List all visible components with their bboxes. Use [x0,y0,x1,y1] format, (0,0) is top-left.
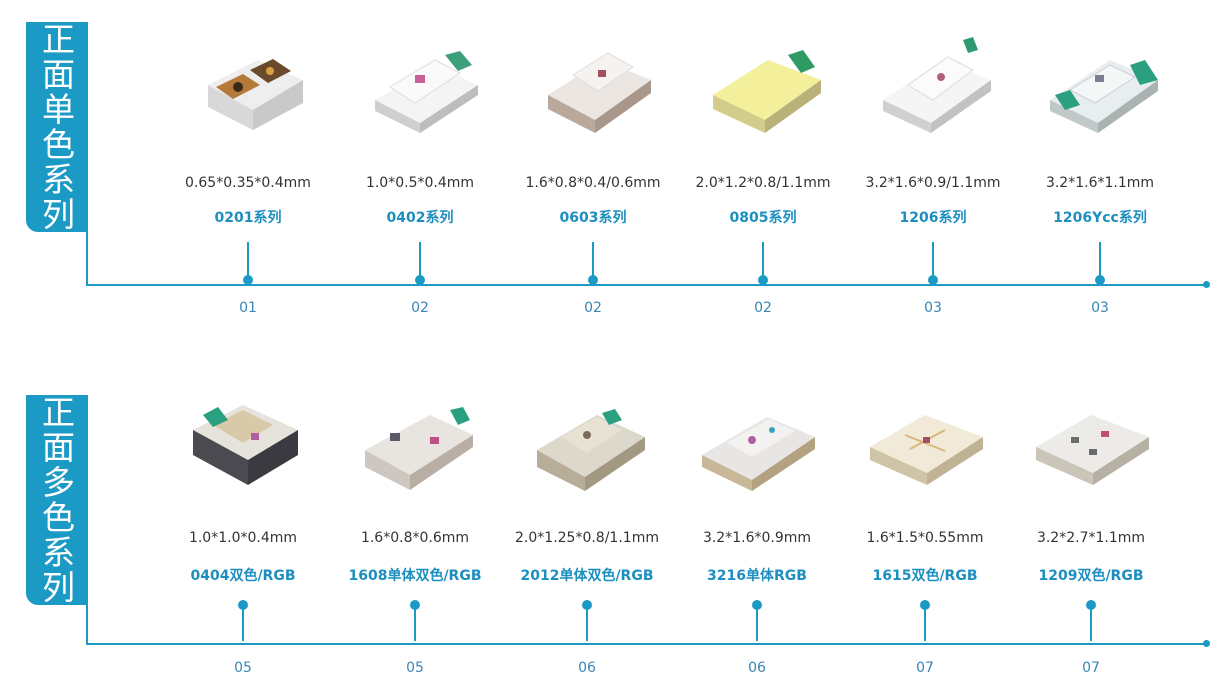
section-title-tab: 正面多色系列 [26,395,86,605]
product-card[interactable]: 1.0*0.5*0.4mm 0402系列 02 [345,20,495,320]
timeline-number: 06 [578,660,596,676]
product-card[interactable]: 3.2*1.6*0.9/1.1mm 1206系列 03 [858,20,1008,320]
product-card[interactable]: 1.0*1.0*0.4mm 0404双色/RGB 05 [168,375,318,687]
product-card[interactable]: 1.6*0.8*0.6mm 1608单体双色/RGB 05 [340,375,490,687]
timeline-tick [756,605,758,641]
product-dimensions: 3.2*2.7*1.1mm [1036,530,1146,546]
timeline-dot [415,275,425,285]
product-series[interactable]: 0603系列 [559,210,627,226]
product-series[interactable]: 1615双色/RGB [872,568,978,584]
timeline-number: 03 [924,300,942,316]
timeline-number: 05 [234,660,252,676]
timeline-tick [586,605,588,641]
timeline-dot [1095,275,1105,285]
section-single-color: 正面单色系列 0.65*0.35*0.4mm 0201系列 01 1 [0,0,1227,340]
led-0404-image [193,405,298,485]
product-series[interactable]: 2012单体双色/RGB [520,568,654,584]
product-card[interactable]: 1.6*1.5*0.55mm 1615双色/RGB 07 [850,375,1000,687]
led-1206ycc-image [1050,60,1158,133]
led-1608-image [365,407,473,490]
product-series[interactable]: 0805系列 [729,210,797,226]
product-card[interactable]: 2.0*1.2*0.8/1.1mm 0805系列 02 [688,20,838,320]
product-dimensions: 2.0*1.2*0.8/1.1mm [695,175,831,191]
timeline-tick [924,605,926,641]
timeline-tick [247,242,249,284]
section-title: 正面单色系列 [36,22,76,232]
timeline-dot [758,275,768,285]
product-dimensions: 1.6*0.8*0.4/0.6mm [525,175,661,191]
product-series[interactable]: 0201系列 [214,210,282,226]
timeline-dot [410,600,420,610]
product-series[interactable]: 3216单体RGB [707,568,807,584]
product-series[interactable]: 1206系列 [899,210,967,226]
timeline-number: 02 [754,300,772,316]
led-0402-image [375,51,478,133]
timeline-tick [242,605,244,641]
timeline-stem [86,22,88,284]
timeline-stem [86,395,88,643]
timeline-tick [1099,242,1101,284]
timeline-tick [932,242,934,284]
timeline-dot [243,275,253,285]
timeline-dot [238,600,248,610]
product-series[interactable]: 0402系列 [386,210,454,226]
timeline-number: 03 [1091,300,1109,316]
product-dimensions: 3.2*1.6*0.9/1.1mm [865,175,1001,191]
product-series[interactable]: 1608单体双色/RGB [348,568,482,584]
product-dimensions: 3.2*1.6*0.9mm [702,530,812,546]
timeline-dot [1086,600,1096,610]
product-series[interactable]: 0404双色/RGB [190,568,296,584]
timeline-number: 07 [916,660,934,676]
led-1615-image [870,415,983,485]
timeline-number: 02 [411,300,429,316]
timeline-dot [928,275,938,285]
section-title-tab: 正面单色系列 [26,22,86,232]
product-dimensions: 1.0*0.5*0.4mm [365,175,475,191]
product-dimensions: 1.0*1.0*0.4mm [188,530,298,546]
product-card[interactable]: 0.65*0.35*0.4mm 0201系列 01 [173,20,323,320]
product-dimensions: 1.6*0.8*0.6mm [360,530,470,546]
section-title: 正面多色系列 [36,395,76,605]
section-multi-color: 正面多色系列 1.0*1.0*0.4mm 0404双色/RGB 05 1.6*0… [0,355,1227,687]
led-2012-image [537,409,645,491]
led-0201-image [208,59,303,130]
timeline-number: 06 [748,660,766,676]
led-1206-image [883,37,991,133]
product-dimensions: 0.65*0.35*0.4mm [185,175,311,191]
product-card[interactable]: 3.2*1.6*1.1mm 1206Ycc系列 03 [1025,20,1175,320]
timeline-number: 07 [1082,660,1100,676]
timeline-number: 05 [406,660,424,676]
product-card[interactable]: 3.2*1.6*0.9mm 3216单体RGB 06 [682,375,832,687]
timeline-tick [1090,605,1092,641]
timeline-tick [762,242,764,284]
product-card[interactable]: 1.6*0.8*0.4/0.6mm 0603系列 02 [518,20,668,320]
timeline-tick [419,242,421,284]
timeline-dot [588,275,598,285]
product-card[interactable]: 3.2*2.7*1.1mm 1209双色/RGB 07 [1016,375,1166,687]
product-series[interactable]: 1209双色/RGB [1038,568,1144,584]
product-dimensions: 3.2*1.6*1.1mm [1045,175,1155,191]
led-0603-image [548,52,651,133]
product-series[interactable]: 1206Ycc系列 [1053,210,1147,226]
product-card[interactable]: 2.0*1.25*0.8/1.1mm 2012单体双色/RGB 06 [512,375,662,687]
timeline-dot [920,600,930,610]
timeline-number: 02 [584,300,602,316]
timeline-tick [592,242,594,284]
timeline-dot [752,600,762,610]
timeline-tick [414,605,416,641]
led-1209-image [1036,415,1149,485]
timeline-number: 01 [239,300,257,316]
led-3216-image [702,417,815,491]
product-dimensions: 2.0*1.25*0.8/1.1mm [515,530,659,546]
led-0805-image [713,50,821,133]
timeline-end-dot [1203,640,1210,647]
timeline-axis [86,643,1206,645]
timeline-axis [86,284,1206,286]
timeline-dot [582,600,592,610]
product-dimensions: 1.6*1.5*0.55mm [866,530,984,546]
timeline-end-dot [1203,281,1210,288]
